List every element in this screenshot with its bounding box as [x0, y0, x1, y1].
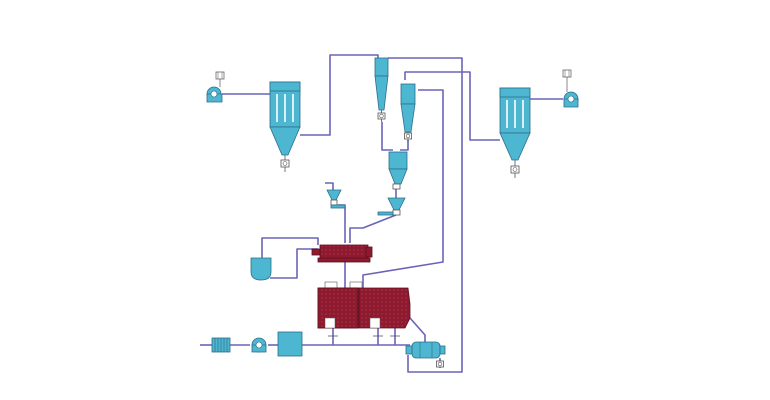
cooler-drum[interactable] [405, 341, 446, 368]
right-fan[interactable] [562, 69, 579, 108]
pipe-cyclone-2-to-collector [400, 140, 409, 151]
pipe-main-vertical [440, 72, 463, 373]
rotary-valve-icon [404, 132, 412, 140]
dryer[interactable] [317, 281, 411, 337]
mixer[interactable] [311, 244, 373, 263]
feed-hopper-1[interactable] [326, 189, 346, 209]
left-tank[interactable] [250, 257, 272, 281]
pipe-dryer-to-cooler [409, 317, 426, 342]
bottom-blower-motor[interactable] [211, 337, 231, 353]
pipe-cyclone-1-to-collector [381, 122, 393, 151]
feed-hopper-2[interactable] [377, 197, 406, 216]
motor-icon [562, 69, 572, 92]
rotary-valve-icon [377, 112, 386, 120]
rotary-valve-icon [392, 183, 401, 190]
pipe-cooler-outlet [407, 355, 440, 373]
rotary-valve-icon [280, 159, 290, 168]
pipe-hopper-2-to-mixer [349, 214, 397, 243]
rotary-valve-icon [436, 360, 444, 368]
motor-icon [211, 337, 231, 353]
collector-hopper[interactable] [388, 151, 408, 190]
right-baghouse-filter[interactable] [499, 87, 531, 178]
pipe-hopper-1-to-mixer [338, 204, 346, 243]
fan-icon [563, 91, 579, 108]
pipe-tank-top [261, 237, 319, 258]
rotary-valve-icon [510, 165, 520, 174]
left-baghouse-filter[interactable] [269, 81, 301, 172]
cyclone-1[interactable] [374, 57, 389, 122]
pipe-cyclone-2-top [404, 71, 500, 141]
fan-icon [206, 86, 223, 103]
cyclone-2[interactable] [400, 83, 416, 142]
pipe-mixer-loop [270, 248, 318, 279]
left-fan[interactable] [206, 71, 225, 103]
pipe-hopper-1-feed [325, 182, 334, 190]
air-heater[interactable] [277, 331, 303, 357]
motor-icon [215, 71, 225, 87]
pipe-baghouse-to-cyclone-1 [300, 54, 379, 136]
pipe-return-to-cyclone-2 [362, 89, 444, 288]
bottom-fan[interactable] [251, 337, 267, 353]
pipe-cyclone-1-top-right [388, 57, 463, 72]
fan-icon [251, 337, 267, 353]
